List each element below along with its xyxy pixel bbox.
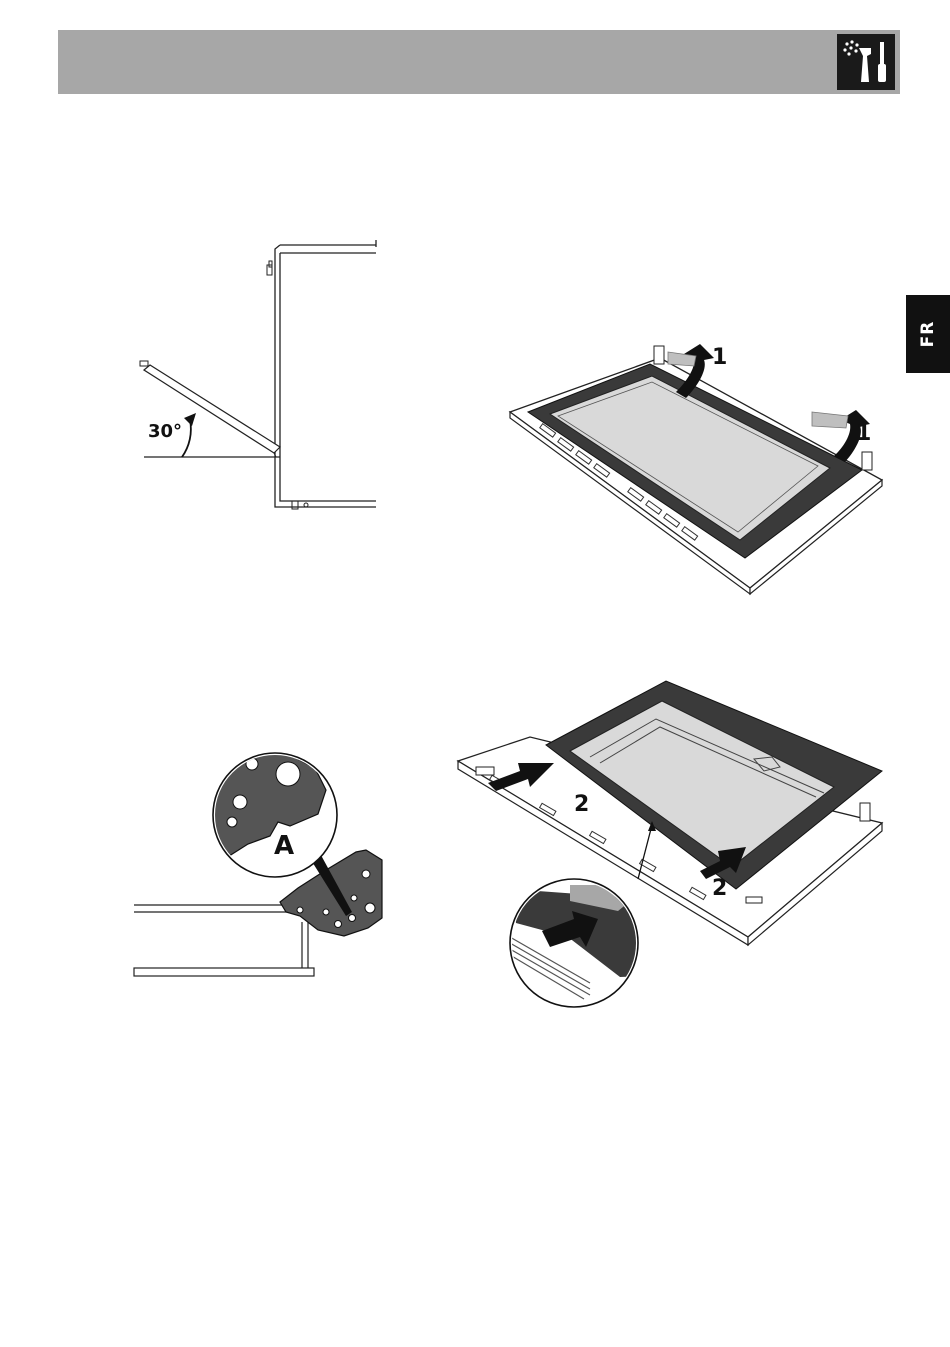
step-label-2-right: 2 bbox=[712, 876, 727, 901]
callout-label-a: A bbox=[274, 831, 294, 861]
step-label-2-left: 2 bbox=[574, 792, 589, 817]
page-header-bar bbox=[58, 30, 900, 94]
figure-hinge-detail: A bbox=[130, 740, 400, 990]
angle-label: 30° bbox=[148, 421, 182, 442]
language-tab-label: FR bbox=[918, 321, 938, 348]
step-label-1-left: 1 bbox=[712, 345, 727, 370]
figure-insert-gasket: 2 2 bbox=[450, 675, 890, 1020]
language-tab: FR bbox=[906, 295, 950, 373]
figure-door-angle: 30° bbox=[130, 235, 390, 520]
step-label-1-right: 1 bbox=[856, 421, 871, 446]
figure-remove-gasket: 1 1 bbox=[500, 340, 900, 600]
cleaning-maintenance-icon bbox=[837, 34, 895, 90]
